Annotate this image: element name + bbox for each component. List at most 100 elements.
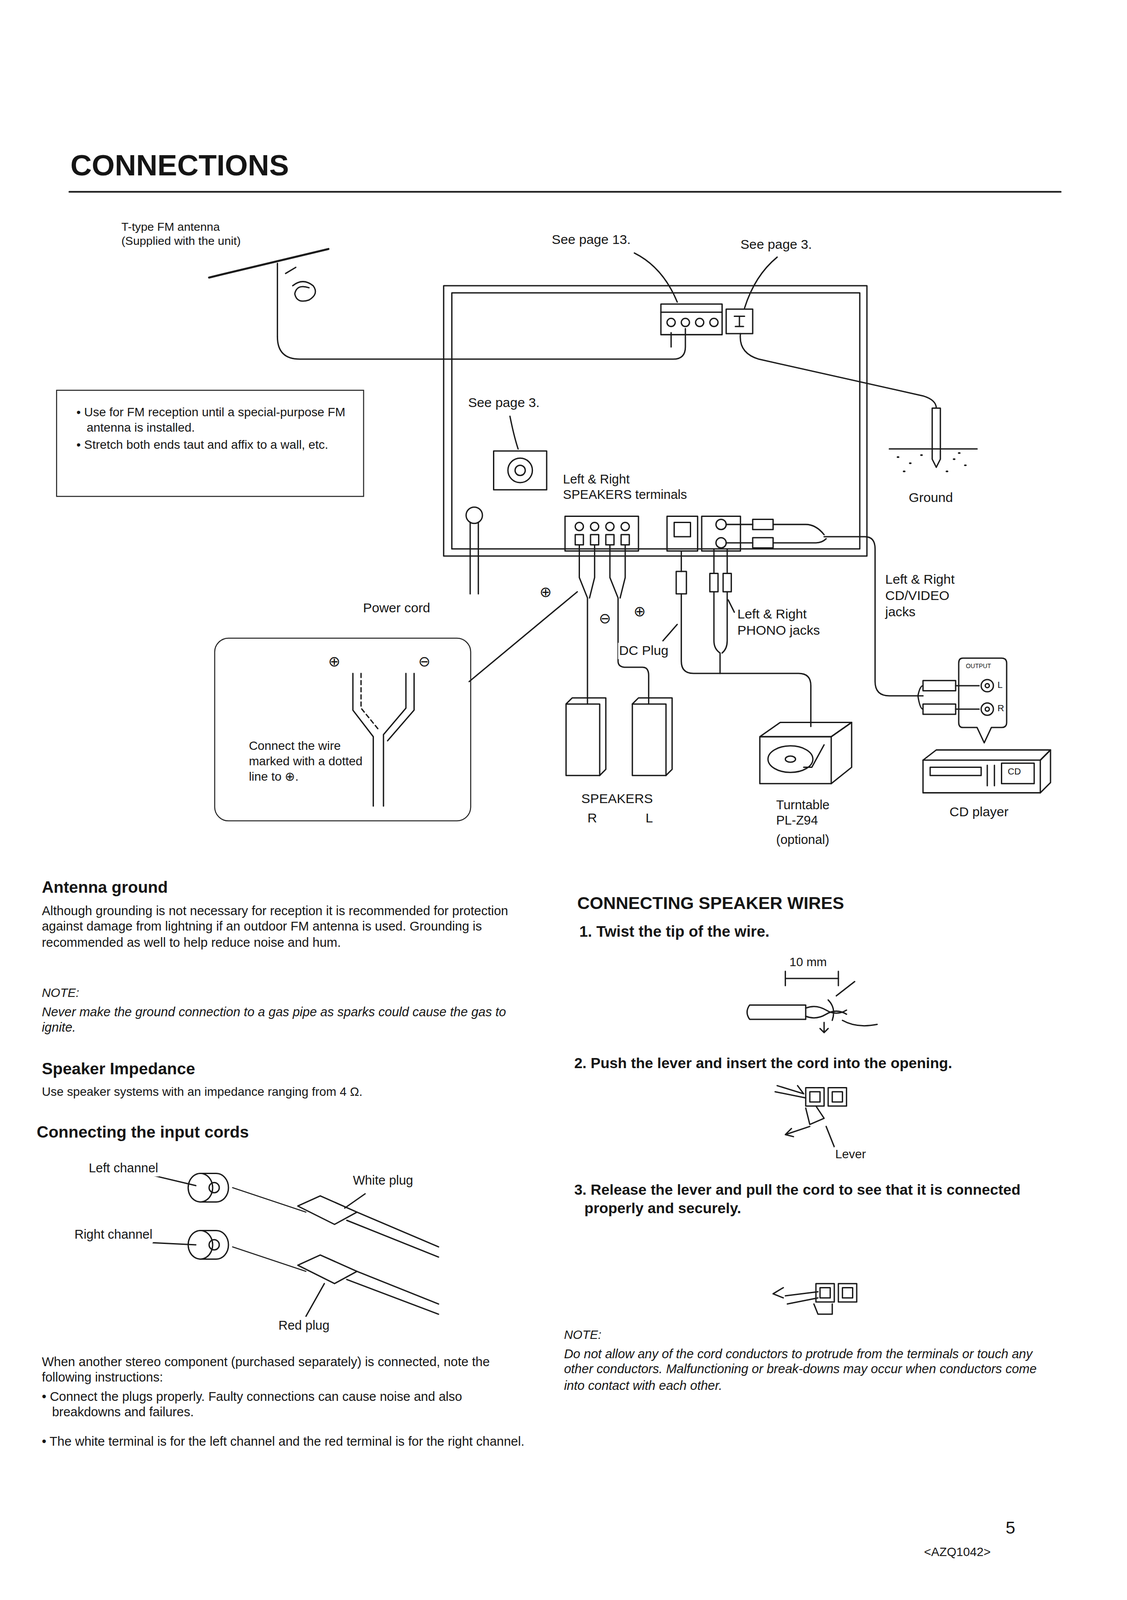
input-jacks: [716, 519, 727, 530]
part-label: T-type FM antenna (Supplied with the uni…: [120, 219, 271, 248]
cd-player: [923, 749, 1051, 793]
cd-output-panel: [985, 683, 990, 688]
antenna-terminals: [660, 311, 722, 313]
input-cords: [346, 1211, 439, 1257]
part-label: DC Plug: [618, 642, 670, 659]
inset-wire: [352, 673, 374, 806]
part-label: Right channel: [73, 1226, 154, 1243]
turntable: [785, 755, 796, 762]
lever-terminal-release: [773, 1286, 784, 1298]
rear-panel: [451, 292, 860, 549]
note-box: • Use for FM reception until a special-p…: [56, 389, 365, 497]
twist-wire: [785, 977, 839, 979]
input-jacks: [923, 703, 956, 714]
inset-box: Connect the wire marked with a dotted li…: [213, 637, 472, 822]
lever-terminal-insert: [826, 1126, 835, 1147]
turntable: [759, 721, 852, 783]
cd-player: [923, 759, 1041, 793]
turntable: [759, 721, 852, 736]
fm-antenna: [209, 248, 329, 278]
note-heading: NOTE:: [562, 1326, 603, 1342]
part-label: Lever: [834, 1146, 867, 1162]
dimension: 10 mm: [788, 954, 828, 970]
panel-label: OUTPUT: [964, 663, 993, 671]
speaker-terminals: [575, 534, 630, 545]
input-jacks: [716, 537, 727, 548]
speakers: [565, 697, 672, 776]
input-cords: [346, 1270, 439, 1314]
channel-mark: R: [996, 702, 1006, 714]
page-reference: See page 13.: [550, 231, 632, 248]
body-text: Use speaker systems with an impedance ra…: [40, 1084, 364, 1100]
input-cords: [209, 1239, 220, 1250]
input-jacks: [752, 519, 773, 530]
turntable: [768, 745, 813, 772]
turntable-cables: [713, 591, 728, 674]
lever-terminal-insert: [785, 1126, 810, 1137]
box-text: Connect the wire marked with a dotted li…: [237, 738, 372, 785]
ground-wire: [889, 448, 978, 450]
cd-output-panel: [958, 657, 1007, 743]
input-jacks: [666, 516, 698, 551]
speaker-terminals: [565, 516, 639, 551]
polarity-mark: ⊕: [538, 583, 553, 602]
part-label: Red plug: [277, 1317, 331, 1334]
antenna-terminals: [681, 318, 690, 327]
part-label: Left & Right PHONO jacks: [736, 605, 836, 639]
part-label: SPEAKERS: [580, 790, 654, 807]
turntable-cables: [723, 573, 732, 592]
page-reference: See page 3.: [467, 394, 541, 411]
inset-wire: [352, 591, 578, 806]
turntable-cables: [713, 548, 728, 574]
lever-terminal-insert: [775, 1085, 847, 1147]
inset-wire: [387, 673, 414, 741]
cd-output-panel: [985, 706, 990, 711]
turntable-cables: [728, 599, 735, 613]
part-label: Left & Right SPEAKERS terminals: [561, 472, 699, 504]
antenna-terminals: [734, 316, 745, 327]
speaker-terminals: [621, 521, 630, 531]
input-jacks: [917, 685, 979, 709]
panel-label: CD: [1006, 765, 1022, 777]
section-heading: CONNECTING SPEAKER WIRES: [576, 893, 846, 915]
twist-wire: [805, 1006, 847, 1018]
input-cords: [152, 1242, 196, 1245]
part-label: CD player: [948, 803, 1010, 820]
page-reference: See page 3.: [739, 236, 813, 254]
power-cord: [466, 507, 483, 524]
antenna-terminals: [660, 304, 722, 335]
input-cords: [152, 1172, 439, 1316]
turntable-cables: [710, 573, 719, 592]
polarity-mark: ⊖: [416, 652, 432, 671]
input-cords: [232, 1246, 306, 1272]
inset-wire: [361, 673, 380, 731]
fm-antenna: [209, 248, 686, 359]
channel-mark: L: [644, 809, 654, 827]
lever-terminal-release: [785, 1291, 818, 1304]
twist-wire: [819, 1021, 829, 1033]
twist-wire: [746, 971, 877, 1033]
input-cords: [297, 1195, 358, 1225]
rear-panel: [443, 285, 867, 556]
part-label: Left channel: [87, 1160, 160, 1177]
turntable: [831, 721, 852, 783]
input-jacks: [752, 537, 773, 548]
inset-wire: [383, 673, 406, 806]
speakers: [632, 697, 673, 776]
lever-terminal-insert: [809, 1091, 820, 1102]
section-heading: Antenna ground: [40, 876, 169, 897]
page-title: CONNECTIONS: [69, 148, 290, 185]
turntable: [803, 744, 824, 768]
section-heading: Connecting the input cords: [35, 1121, 250, 1142]
speaker-wires: [609, 544, 649, 704]
cd-player: [930, 767, 982, 776]
lever-terminal-release: [842, 1286, 853, 1298]
input-cords: [344, 1193, 366, 1208]
title-rule: [69, 191, 1061, 193]
note-heading: NOTE:: [40, 985, 81, 1001]
voltage-selector: [493, 450, 547, 490]
fm-antenna: [277, 328, 686, 359]
part-label: Ground: [907, 489, 954, 506]
speaker-terminals: [565, 516, 639, 551]
